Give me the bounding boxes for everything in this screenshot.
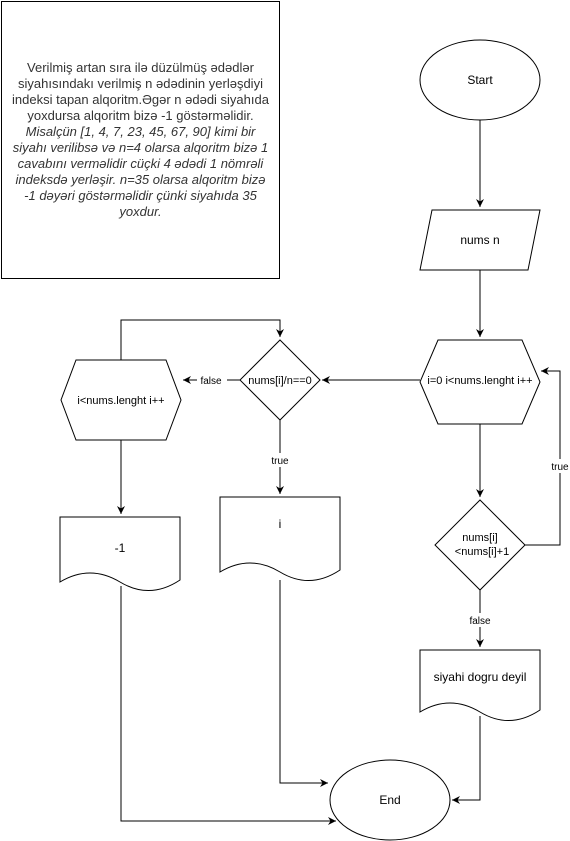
edge-second-loop-back xyxy=(120,319,284,360)
index-output-label: i xyxy=(279,517,282,531)
start-label: Start xyxy=(467,73,493,87)
description-text: Verilmiş artan sıra ilə düzülmüş ədədlər… xyxy=(8,60,273,220)
loop-main-label: i=0 i<nums.lenght i++ xyxy=(427,375,532,387)
edge-true-loop-back xyxy=(525,367,561,546)
description-italic: Misalçün [1, 4, 7, 23, 45, 67, 90] kimi … xyxy=(12,124,269,219)
loop-second-label: i<nums.lenght i++ xyxy=(77,395,164,407)
start-node xyxy=(419,39,541,121)
description-box: Verilmiş artan sıra ilə düzülmüş ədədlər… xyxy=(1,1,280,279)
loop-second-node xyxy=(60,359,182,441)
minus-one-label: -1 xyxy=(115,541,126,555)
check-equal-label: nums[i]/n==0 xyxy=(248,375,312,387)
edge-label-false-second-loop: false xyxy=(200,376,222,387)
check-sorted-label-line1: nums[i] xyxy=(462,532,497,544)
input-label: nums n xyxy=(460,233,499,247)
edge-label-false-not-sorted: false xyxy=(469,616,491,627)
end-label: End xyxy=(379,793,400,807)
edge-index-to-end xyxy=(279,580,328,787)
check-sorted-node xyxy=(434,499,526,591)
not-sorted-output-node xyxy=(419,649,541,721)
check-sorted-label-line2: <nums[i]+1 xyxy=(455,546,509,558)
loop-main-node xyxy=(419,339,541,425)
input-node xyxy=(419,209,541,271)
edge-minus-one-to-end xyxy=(120,586,336,825)
end-node xyxy=(329,759,451,841)
index-output-node xyxy=(219,496,341,581)
edge-not-sorted-to-end xyxy=(452,716,481,804)
edge-label-true-index: true xyxy=(271,456,289,467)
check-equal-node xyxy=(239,339,321,421)
not-sorted-label: siyahi dogru deyil xyxy=(434,670,527,684)
minus-one-output-node xyxy=(59,516,181,591)
edge-label-true-loop: true xyxy=(551,462,569,473)
description-normal: Verilmiş artan sıra ilə düzülmüş ədədlər… xyxy=(12,60,269,123)
